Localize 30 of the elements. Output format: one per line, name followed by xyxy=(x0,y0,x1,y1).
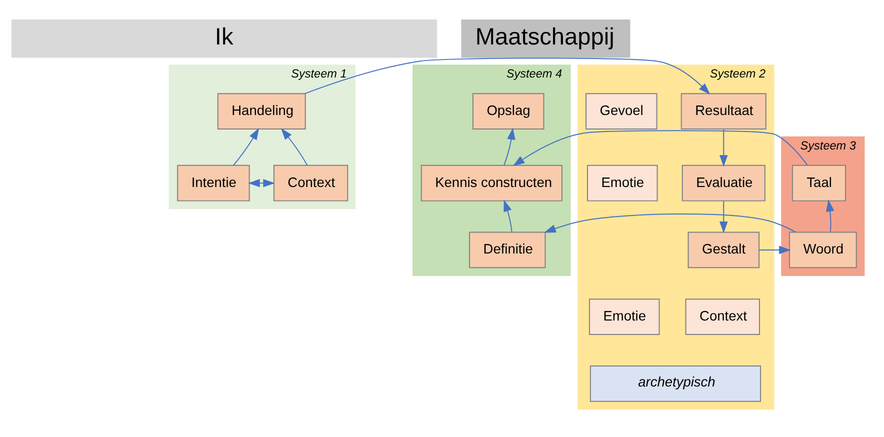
node-box: Gevoel xyxy=(586,93,658,130)
node-box: Intentie xyxy=(177,164,250,202)
node-box: Woord xyxy=(789,232,857,268)
node-box: Context xyxy=(273,164,348,202)
node-box: Ik xyxy=(11,19,438,58)
node-box: Gestalt xyxy=(688,232,760,268)
node-box: Taal xyxy=(792,164,846,202)
arrow xyxy=(248,178,275,188)
arrow xyxy=(504,200,512,232)
arrow xyxy=(280,128,308,166)
arrow xyxy=(826,200,834,232)
node-box: Opslag xyxy=(472,93,544,130)
node-box: Maatschappij xyxy=(461,19,630,58)
arrow xyxy=(512,130,808,166)
node-box: Emotie xyxy=(587,164,658,202)
node-box: Kennis constructen xyxy=(420,164,562,202)
arrow xyxy=(720,128,728,167)
arrow xyxy=(503,128,516,166)
arrow xyxy=(304,58,710,95)
node-box: Definitie xyxy=(469,232,546,268)
arrow xyxy=(232,128,260,166)
arrow xyxy=(720,200,728,234)
node-box: Emotie xyxy=(588,298,660,335)
node-box: Handeling xyxy=(217,93,306,130)
node-box: Evaluatie xyxy=(682,164,766,202)
node-box: Context xyxy=(685,298,760,335)
node-box: archetypisch xyxy=(590,365,761,402)
arrow xyxy=(758,246,791,254)
arrow xyxy=(544,214,796,233)
node-box: Resultaat xyxy=(680,93,766,130)
